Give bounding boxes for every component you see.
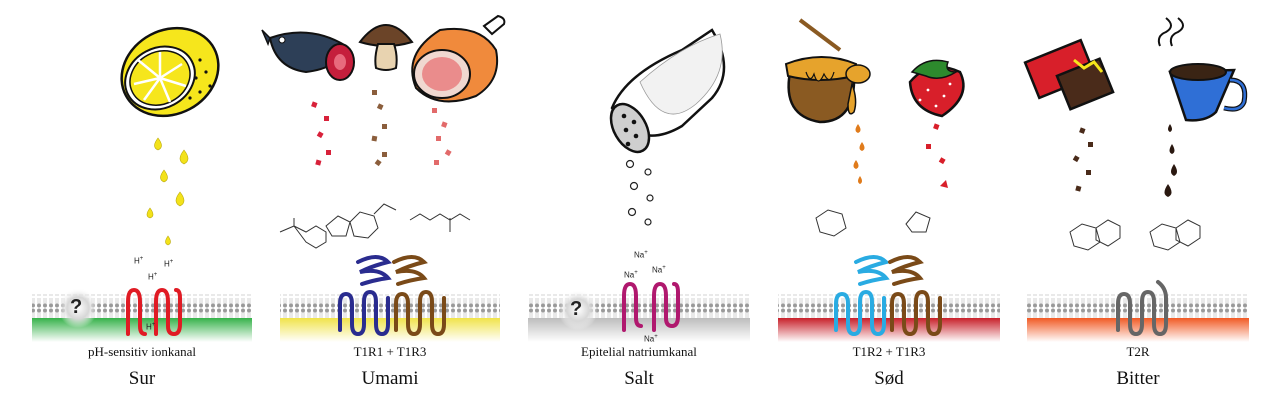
receptor-label: Epitelial natriumkanal: [581, 344, 697, 359]
ion-label: Na+: [634, 250, 648, 260]
receptor-label: T2R: [1126, 344, 1150, 359]
ion-label: H+: [148, 272, 158, 282]
ion-label: H+: [164, 259, 174, 269]
membrane-sod: [778, 294, 1000, 342]
unknown-mark-sur: ?: [70, 296, 83, 318]
panel-sod: T1R2 + T1R3 Sød: [774, 0, 1004, 400]
unknown-mark-salt: ?: [570, 298, 583, 320]
ion-label: H+: [134, 256, 144, 266]
gpcr-t1r3: [392, 255, 446, 337]
taste-label: Umami: [361, 368, 419, 389]
sweet-drops: [853, 123, 948, 188]
panel-bitter: T2R Bitter: [1023, 0, 1253, 400]
taste-label: Salt: [624, 368, 654, 389]
gpcr-t1r1: [338, 255, 392, 337]
salt-crystals: [625, 159, 654, 226]
mushroom-icon: [358, 24, 414, 71]
bitter-molecules: [1069, 219, 1201, 251]
coffee-mug-icon: [1157, 17, 1248, 122]
panel-sur: pH-sensitiv ionkanal Sur: [27, 0, 257, 400]
salt-shaker-icon: [609, 28, 726, 154]
umami-molecules: [279, 203, 471, 249]
bitter-drops: [1072, 124, 1177, 197]
receptor-label: T1R1 + T1R3: [353, 344, 427, 359]
taste-label: Bitter: [1116, 368, 1160, 389]
gpcr-t2r: [1116, 280, 1168, 337]
fish-icon: [261, 29, 355, 81]
unknown-channel-salt: [558, 290, 598, 330]
gpcr-t1r2: [834, 255, 890, 337]
ion-label: Na+: [652, 265, 666, 275]
ion-channel-salt: [622, 281, 680, 332]
ion-label: H+: [146, 322, 156, 332]
membrane-salt: [528, 294, 750, 342]
gpcr-t1r3-sod: [888, 255, 942, 337]
ham-icon: [411, 14, 506, 103]
panel-umami: T1R1 + T1R3 Umami: [275, 0, 505, 400]
receptor-label: T1R2 + T1R3: [852, 344, 926, 359]
chocolate-icon: [1023, 38, 1115, 111]
strawberry-icon: [908, 59, 965, 118]
taste-label: Sur: [128, 368, 156, 389]
membrane-bitter: [1027, 294, 1249, 342]
receptor-label: pH-sensitiv ionkanal: [88, 344, 196, 359]
lemon-icon: [120, 26, 220, 118]
honey-pot-icon: [784, 18, 871, 124]
ion-label: Na+: [624, 270, 638, 280]
sweet-molecules: [815, 209, 931, 237]
umami-particles: [311, 90, 452, 167]
taste-label: Sød: [874, 368, 904, 389]
unknown-channel-sur: [58, 288, 98, 328]
panel-salt: Epitelial natriumkanal Salt: [524, 0, 754, 400]
ion-channel-sur: [126, 287, 182, 337]
lemon-drops: [146, 137, 189, 246]
ion-label: Na+: [644, 334, 658, 344]
